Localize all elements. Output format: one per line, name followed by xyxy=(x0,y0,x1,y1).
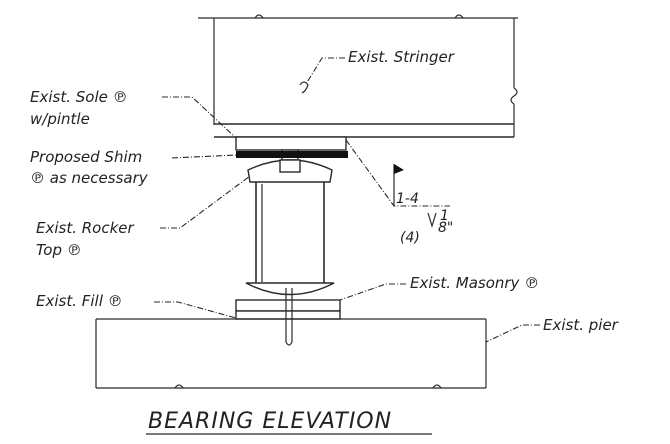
masonry-plate xyxy=(235,299,341,312)
fill-plate xyxy=(235,310,341,320)
sole-label-line1: Exist. Sole ℗ xyxy=(30,88,128,106)
rocker-body xyxy=(255,182,325,283)
sole-label-line2: w/pintle xyxy=(30,110,90,128)
masonry-label: Exist. Masonry ℗ xyxy=(410,274,539,292)
pier-label: Exist. pier xyxy=(543,316,619,334)
rocker-bottom xyxy=(245,282,335,296)
weld-count: (4) xyxy=(400,230,420,246)
stringer-label: Exist. Stringer xyxy=(348,48,455,66)
drawing-title: BEARING ELEVATION xyxy=(148,409,392,434)
weld-fillet-symbol xyxy=(427,212,437,229)
shim-plate xyxy=(236,151,348,158)
weld-fraction-num: 1 xyxy=(440,208,449,224)
rocker-label-line1: Exist. Rocker xyxy=(36,219,135,237)
weld-flag-icon xyxy=(394,164,404,174)
fill-label: Exist. Fill ℗ xyxy=(36,292,123,310)
rocker-top xyxy=(247,159,333,183)
weld-fraction-den: 8" xyxy=(438,220,453,236)
pier xyxy=(95,318,487,389)
leaders xyxy=(154,57,540,343)
shim-label-line2: ℗ as necessary xyxy=(30,169,149,187)
weld-size: 1-4 xyxy=(396,191,419,207)
anchor-bolt xyxy=(285,288,293,346)
rocker-label-line2: Top ℗ xyxy=(36,241,82,259)
shim-label-line1: Proposed Shim xyxy=(30,148,142,166)
stringer xyxy=(198,14,518,138)
